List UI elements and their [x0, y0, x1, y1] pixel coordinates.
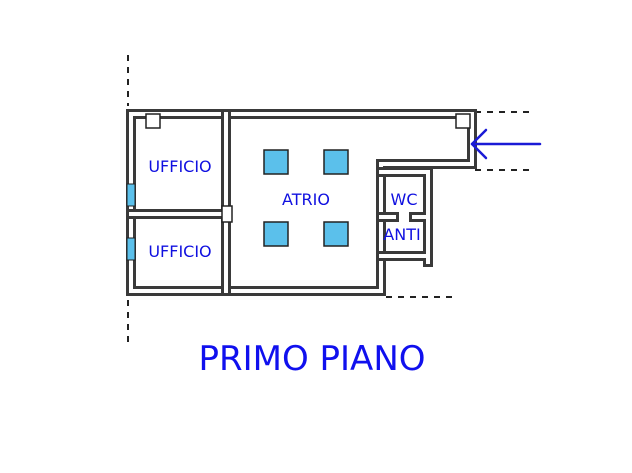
column [323, 221, 349, 247]
room-label-wc: WC [391, 190, 418, 209]
wall-wc-block-core [379, 170, 430, 264]
piers [145, 113, 471, 223]
room-label-office-bottom: UFFICIO [148, 242, 211, 261]
boundary-lines [127, 55, 530, 342]
pier-top-right [455, 113, 471, 129]
column [323, 149, 349, 175]
column [263, 149, 289, 175]
windows [126, 183, 136, 261]
window-left-bottom [126, 237, 136, 261]
plan-title: PRIMO PIANO [198, 339, 425, 379]
pier-door-jamb [221, 205, 233, 223]
room-label-atrio: ATRIO [282, 190, 330, 209]
room-label-anti: ANTI [383, 225, 420, 244]
wall-outline-core [129, 112, 474, 293]
column [263, 221, 289, 247]
columns [263, 149, 349, 247]
walls [126, 109, 477, 296]
pier-top-left [145, 113, 161, 129]
room-label-office-top: UFFICIO [148, 157, 211, 176]
window-left-top [126, 183, 136, 207]
entrance-arrow-icon [470, 128, 542, 160]
